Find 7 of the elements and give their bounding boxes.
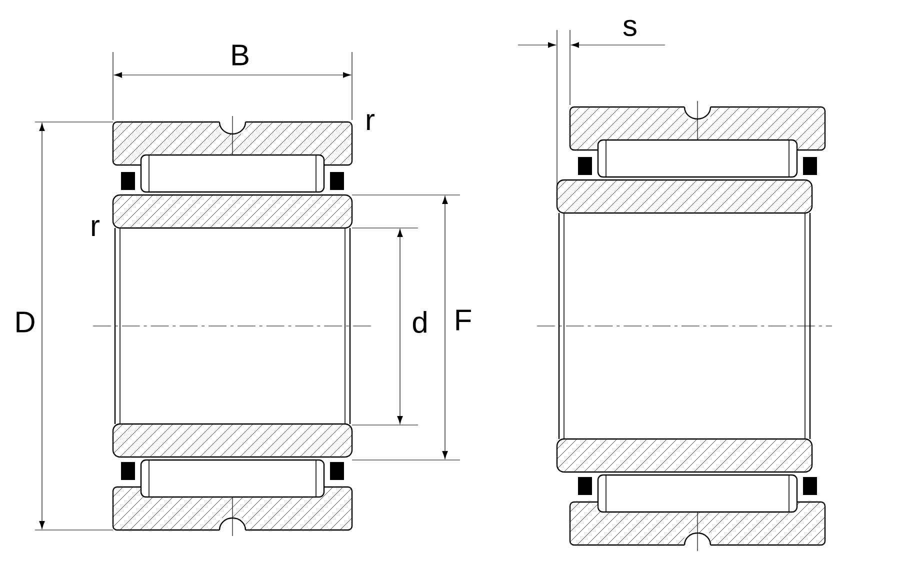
- dimension-label: d: [412, 311, 426, 333]
- dimension-label: F: [456, 310, 471, 330]
- dimension-label: r: [92, 220, 100, 236]
- dimension-label: r: [367, 114, 374, 130]
- dimension-label: B: [232, 44, 248, 66]
- dimension-label: D: [16, 312, 34, 332]
- dimension-label: s: [623, 20, 636, 36]
